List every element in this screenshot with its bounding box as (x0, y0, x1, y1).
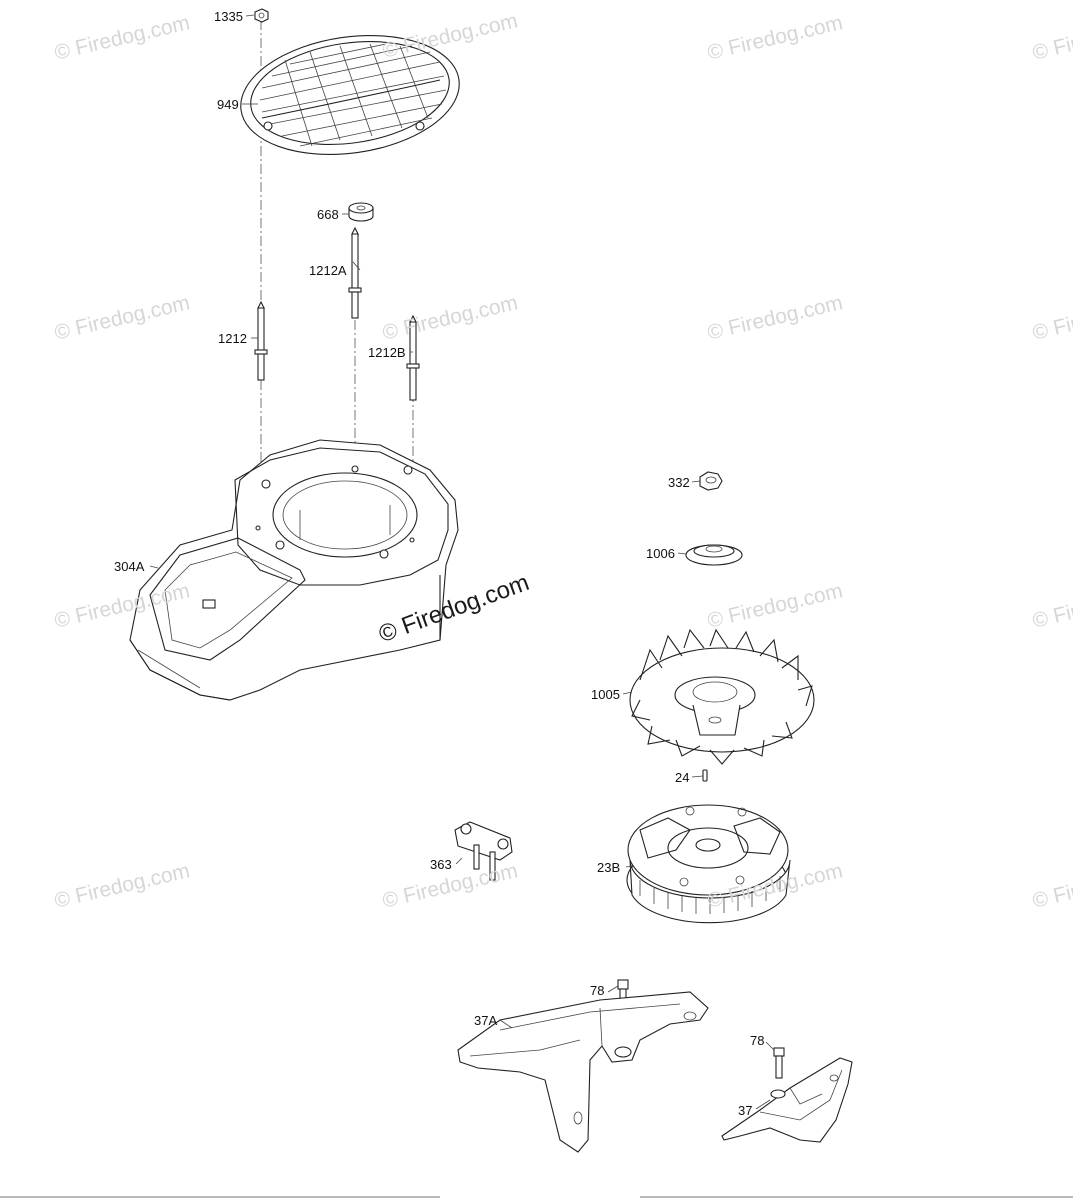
part-363-bracket[interactable] (454, 821, 513, 881)
callout-1212A: 1212A (309, 263, 347, 278)
callout-1212B: 1212B (368, 345, 406, 360)
callout-304A: 304A (114, 559, 145, 574)
callout-1006: 1006 (646, 546, 675, 561)
callout-37: 37 (738, 1103, 753, 1118)
part-1212B-stud[interactable] (406, 314, 420, 401)
callout-23B: 23B (597, 860, 621, 875)
part-1335-nut[interactable] (254, 8, 269, 23)
part-23B-flywheel[interactable] (626, 804, 791, 924)
part-1005-fan[interactable] (629, 628, 815, 765)
part-37-deflector[interactable] (721, 1057, 853, 1143)
part-78-screw-lower[interactable] (773, 1047, 785, 1079)
part-668-bushing[interactable] (348, 202, 374, 222)
part-332-nut[interactable] (699, 471, 723, 491)
part-1212-stud[interactable] (254, 300, 268, 381)
callout-1212: 1212 (218, 331, 247, 346)
callout-949: 949 (217, 97, 239, 112)
part-949-grille[interactable] (233, 22, 467, 167)
part-1212A-stud[interactable] (348, 226, 362, 319)
callout-78-lower: 78 (750, 1033, 765, 1048)
callout-1005: 1005 (591, 687, 620, 702)
part-304A-blower-housing[interactable] (129, 439, 459, 701)
callout-24: 24 (675, 770, 690, 785)
callout-1335: 1335 (214, 9, 243, 24)
part-1006-washer[interactable] (685, 544, 743, 566)
callout-363: 363 (430, 857, 452, 872)
callout-668: 668 (317, 207, 339, 222)
part-24-key[interactable] (702, 769, 708, 782)
callout-78-upper: 78 (590, 983, 605, 998)
callout-37A: 37A (474, 1013, 498, 1028)
part-37A-air-guide[interactable] (457, 991, 709, 1153)
leader-lines (149, 14, 775, 1110)
callout-332: 332 (668, 475, 690, 490)
